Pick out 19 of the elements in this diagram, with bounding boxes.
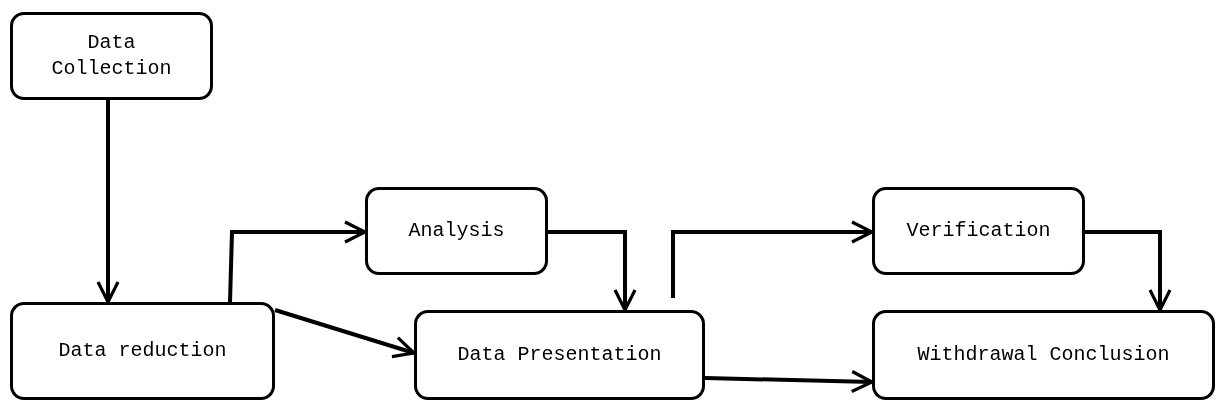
- process-box: [872, 310, 1215, 400]
- process-box: [10, 302, 275, 400]
- box-label: Data Presentation: [457, 342, 662, 368]
- arrow: [1085, 230, 1172, 312]
- process-box: [872, 187, 1085, 275]
- box-label: Data reduction: [58, 338, 227, 364]
- arrow: [548, 230, 637, 312]
- arrow: [671, 220, 874, 298]
- arrow: [228, 220, 367, 303]
- arrow: [704, 369, 874, 394]
- arrow: [96, 100, 120, 304]
- box-label: Withdrawal Conclusion: [917, 342, 1170, 368]
- process-box: [10, 12, 213, 100]
- arrow: [274, 308, 416, 359]
- box-label: Data Collection: [50, 30, 173, 82]
- process-box: [414, 310, 705, 400]
- box-label: Analysis: [408, 218, 505, 244]
- box-label: Verification: [906, 218, 1051, 244]
- process-box: [365, 187, 548, 275]
